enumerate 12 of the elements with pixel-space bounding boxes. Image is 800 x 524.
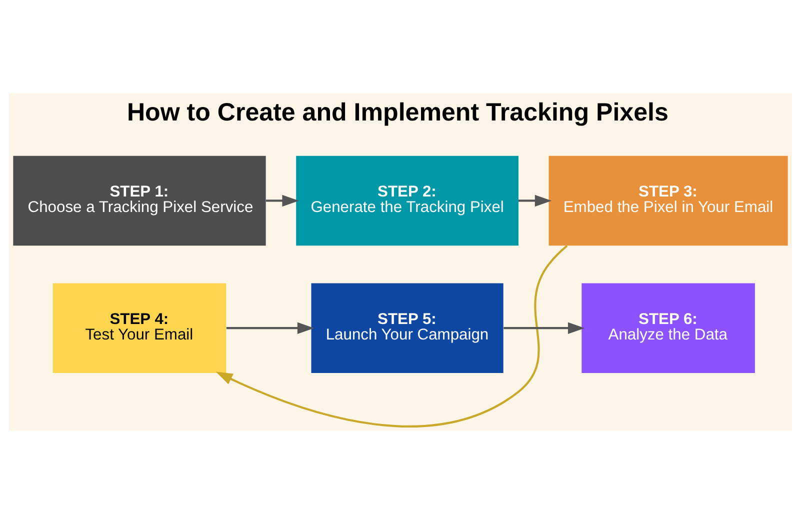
node-box: STEP 6: Analyze the Data xyxy=(581,283,754,373)
arrow xyxy=(503,322,584,334)
arrow xyxy=(518,194,552,207)
arrow xyxy=(266,194,298,207)
node-box: STEP 3: Embed the Pixel in Your Email xyxy=(548,156,788,246)
node-box: STEP 5: Launch Your Campaign xyxy=(310,283,503,373)
node-box: STEP 1: Choose a Tracking Pixel Service xyxy=(12,156,266,246)
node-box: STEP 2: Generate the Tracking Pixel xyxy=(296,156,518,246)
arrow xyxy=(215,244,568,428)
diagram-title: How to Create and Implement Tracking Pixels xyxy=(126,98,668,127)
arrow xyxy=(226,322,314,334)
node-box: STEP 4: Test Your Email xyxy=(52,283,226,373)
